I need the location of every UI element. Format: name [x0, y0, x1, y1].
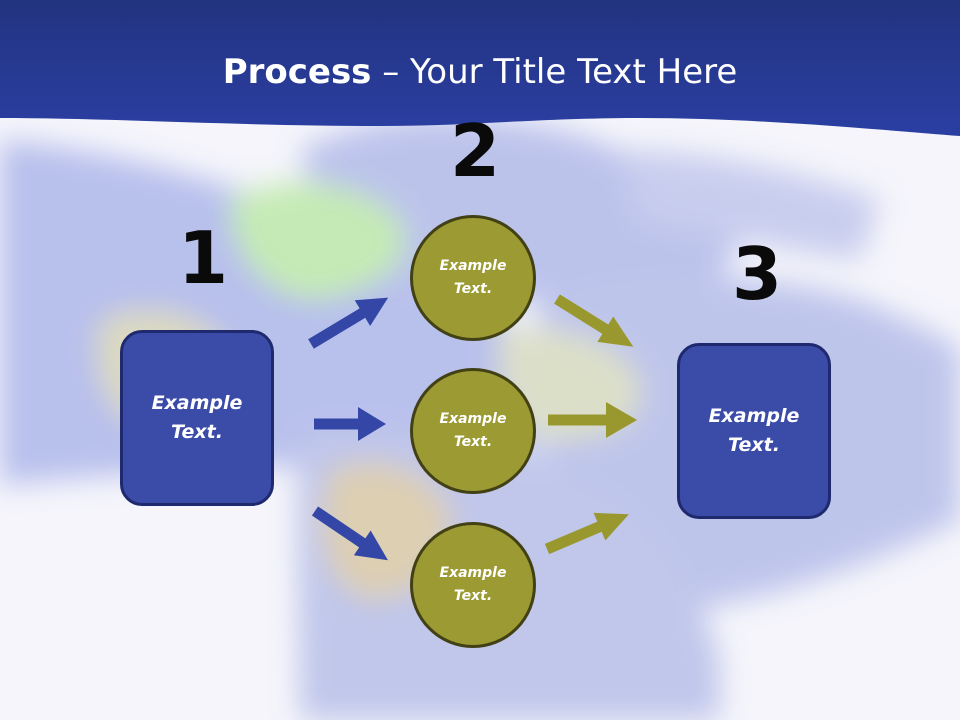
step-2-number: 2 — [450, 109, 501, 193]
slide-title: Process – Your Title Text Here — [0, 52, 960, 92]
step-1-box: Example Text. — [120, 330, 274, 506]
step-1-number: 1 — [178, 216, 229, 300]
step-2-circle-middle: Example Text. — [410, 368, 536, 494]
step-3-number: 3 — [732, 232, 783, 316]
slide-title-rest: – Your Title Text Here — [371, 52, 738, 92]
step-2-circle-middle-text: Example Text. — [439, 411, 507, 450]
step-2-circle-bottom-text: Example Text. — [439, 565, 507, 604]
step-2-circle-top: Example Text. — [410, 215, 536, 341]
step-2-circle-top-text: Example Text. — [439, 258, 507, 297]
step-2-circle-bottom: Example Text. — [410, 522, 536, 648]
step-1-box-text: Example Text. — [151, 392, 243, 443]
step-3-box: Example Text. — [677, 343, 831, 519]
step-3-box-text: Example Text. — [708, 405, 800, 456]
slide-title-bold: Process — [222, 52, 372, 92]
